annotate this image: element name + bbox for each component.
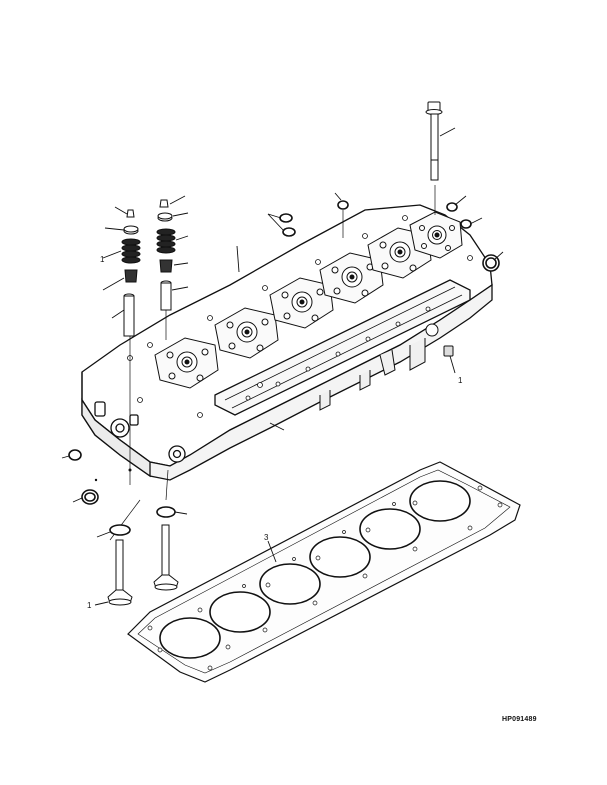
- head-bolt: [425, 101, 443, 181]
- head-gasket: [127, 461, 521, 683]
- figure-reference-id: HP091489: [502, 716, 537, 723]
- detail-marks: [94, 468, 132, 482]
- leader-lines: [61, 127, 504, 606]
- callouts: 3 1 1 1: [87, 255, 463, 610]
- callout-valve: 1: [87, 601, 92, 610]
- valve-train-stack-left: [121, 209, 141, 337]
- callout-gasket: 3: [264, 533, 269, 542]
- cylinder-head: [81, 204, 493, 481]
- valves: [107, 524, 179, 606]
- plug: [443, 345, 454, 357]
- callout-plug: 1: [458, 376, 463, 385]
- assembly-lines: [109, 185, 436, 541]
- callout-spring: 1: [100, 255, 105, 264]
- valve-train-stack-right: [156, 199, 176, 311]
